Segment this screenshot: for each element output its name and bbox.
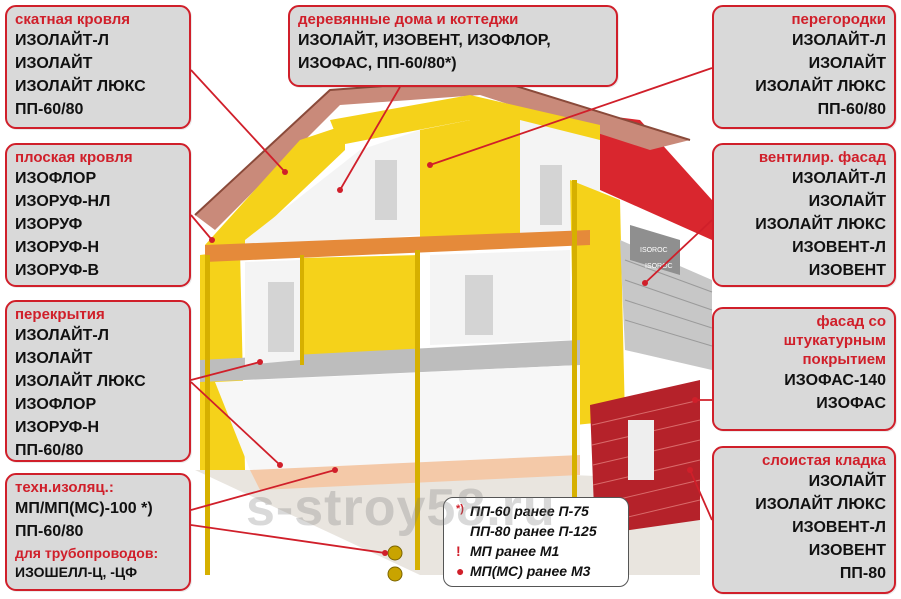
product-item: ИЗОШЕЛЛ-Ц, -ЦФ bbox=[15, 564, 138, 580]
product-item: ИЗОЛАЙТ ЛЮКС bbox=[755, 496, 886, 513]
product-item: ИЗОВЕНТ-Л bbox=[792, 519, 886, 536]
legend-marker: *) bbox=[456, 503, 464, 515]
legend-text: ПП-60 ранее П-75 bbox=[470, 503, 589, 519]
legend-row: ПП-80 ранее П-125 bbox=[456, 521, 620, 541]
legend-row: ● МП(МС) ранее М3 bbox=[456, 561, 620, 581]
product-item: ИЗОЛАЙТ bbox=[808, 193, 886, 210]
callout-wooden-houses: деревянные дома и коттеджи ИЗОЛАЙТ, ИЗОВ… bbox=[288, 5, 618, 87]
product-item: ИЗОРУФ-НЛ bbox=[15, 193, 111, 210]
siding-lines bbox=[624, 259, 713, 347]
callout-flat-roof: плоская кровля ИЗОФЛОР ИЗОРУФ-НЛ ИЗОРУФ … bbox=[5, 143, 191, 287]
product-item: ИЗОЛАЙТ ЛЮКС bbox=[15, 78, 146, 95]
product-item: ПП-80 bbox=[839, 565, 886, 582]
door-attic-right bbox=[540, 165, 562, 225]
room-ground bbox=[215, 365, 580, 470]
product-item: ИЗОРУФ-Н bbox=[15, 419, 100, 436]
door-middle-right bbox=[465, 275, 493, 335]
callout-partitions: перегородки ИЗОЛАЙТ-Л ИЗОЛАЙТ ИЗОЛАЙТ ЛЮ… bbox=[712, 5, 896, 129]
board-label: ISOROC bbox=[645, 263, 673, 270]
product-item: ИЗОВЕНТ bbox=[808, 542, 886, 559]
product-item: ИЗОВЕНТ bbox=[808, 262, 886, 279]
legend-box: *) ПП-60 ранее П-75 ПП-80 ранее П-125 ! … bbox=[443, 497, 629, 587]
product-item: ИЗОЛАЙТ-Л bbox=[15, 32, 109, 49]
room-middle-right bbox=[430, 250, 570, 345]
floor-middle bbox=[200, 340, 580, 382]
callout-subtitle: для трубопроводов: bbox=[15, 545, 159, 561]
product-item: ИЗОФЛОР bbox=[15, 396, 97, 413]
callout-title-line: штукатурным bbox=[783, 332, 886, 349]
frame-posts bbox=[205, 180, 577, 580]
product-item: ИЗОЛАЙТ-Л bbox=[792, 170, 886, 187]
product-item: ПП-60/80 bbox=[15, 523, 84, 540]
exclamation-icon: ! bbox=[456, 543, 461, 559]
callout-title: скатная кровля bbox=[15, 11, 130, 28]
product-item: ИЗОЛАЙТ-Л bbox=[15, 327, 109, 344]
pipes bbox=[387, 545, 403, 582]
product-item: ИЗОФАС bbox=[816, 395, 886, 412]
wall-insulation-attic bbox=[420, 110, 520, 240]
product-item: ИЗОЛАЙТ-Л bbox=[792, 32, 886, 49]
door-middle-left bbox=[268, 282, 294, 352]
product-item: МП/МП(МС)-100 *) bbox=[15, 500, 153, 517]
brick-window bbox=[628, 420, 654, 480]
callout-title-line: покрытием bbox=[802, 351, 886, 368]
callout-title: плоская кровля bbox=[15, 149, 133, 166]
callout-title: техн.изоляц.: bbox=[15, 479, 114, 496]
floor-attic bbox=[205, 230, 590, 262]
board-label: ISOROC bbox=[640, 247, 668, 254]
callout-ventilated-facade: вентилир. фасад ИЗОЛАЙТ-Л ИЗОЛАЙТ ИЗОЛАЙ… bbox=[712, 143, 896, 287]
product-item: ИЗОЛАЙТ bbox=[808, 55, 886, 72]
callout-floors: перекрытия ИЗОЛАЙТ-Л ИЗОЛАЙТ ИЗОЛАЙТ ЛЮК… bbox=[5, 300, 191, 462]
callout-title-line: фасад со bbox=[816, 313, 886, 330]
product-item: ПП-60/80 bbox=[15, 101, 84, 118]
product-item: ИЗОФЛОР bbox=[15, 170, 97, 187]
callout-pitched-roof: скатная кровля ИЗОЛАЙТ-Л ИЗОЛАЙТ ИЗОЛАЙТ… bbox=[5, 5, 191, 129]
callout-title: слоистая кладка bbox=[762, 452, 886, 469]
callout-tech-insulation: техн.изоляц.: МП/МП(МС)-100 *) ПП-60/80 … bbox=[5, 473, 191, 591]
door-attic bbox=[375, 160, 397, 220]
legend-text: МП(МС) ранее М3 bbox=[470, 563, 591, 579]
callout-title: вентилир. фасад bbox=[758, 149, 886, 166]
product-item: ИЗОЛАЙТ bbox=[15, 55, 93, 72]
product-item: ИЗОРУФ-В bbox=[15, 262, 100, 279]
callout-title: деревянные дома и коттеджи bbox=[298, 11, 519, 28]
product-item: ИЗОЛАЙТ, ИЗОВЕНТ, ИЗОФЛОР, bbox=[298, 32, 551, 49]
legend-text: ПП-80 ранее П-125 bbox=[470, 523, 597, 539]
product-item: ИЗОЛАЙТ ЛЮКС bbox=[755, 216, 886, 233]
roof-insulation-left bbox=[205, 125, 345, 250]
siding-facade bbox=[620, 240, 712, 370]
roof-insulation-top bbox=[330, 95, 600, 150]
product-item: ИЗОРУФ-Н bbox=[15, 239, 100, 256]
leader-dots bbox=[209, 162, 698, 556]
product-item: ИЗОФАС-140 bbox=[784, 372, 886, 389]
product-item: ИЗОРУФ bbox=[15, 216, 83, 233]
product-item: ИЗОФАС, ПП-60/80*) bbox=[298, 55, 457, 72]
leader-lines bbox=[190, 67, 713, 554]
callout-title: перегородки bbox=[791, 11, 887, 28]
product-item: ПП-60/80 bbox=[15, 442, 84, 459]
product-item: ИЗОЛАЙТ ЛЮКС bbox=[15, 373, 146, 390]
callout-plaster-facade: фасад со штукатурным покрытием ИЗОФАС-14… bbox=[712, 307, 896, 431]
product-item: ИЗОЛАЙТ bbox=[808, 473, 886, 490]
product-item: ИЗОЛАЙТ ЛЮКС bbox=[755, 78, 886, 95]
product-item: ИЗОЛАЙТ bbox=[15, 350, 93, 367]
dot-icon: ● bbox=[456, 563, 465, 579]
legend-row: ! МП ранее М1 bbox=[456, 541, 620, 561]
legend-row: *) ПП-60 ранее П-75 bbox=[456, 501, 620, 521]
roof-tiles bbox=[195, 78, 690, 230]
callout-layered-masonry: слоистая кладка ИЗОЛАЙТ ИЗОЛАЙТ ЛЮКС ИЗО… bbox=[712, 446, 896, 594]
product-item: ПП-60/80 bbox=[817, 101, 886, 118]
wall-insulation-mid bbox=[300, 255, 420, 365]
product-item: ИЗОВЕНТ-Л bbox=[792, 239, 886, 256]
callout-title: перекрытия bbox=[15, 306, 105, 323]
legend-text: МП ранее М1 bbox=[470, 543, 560, 559]
